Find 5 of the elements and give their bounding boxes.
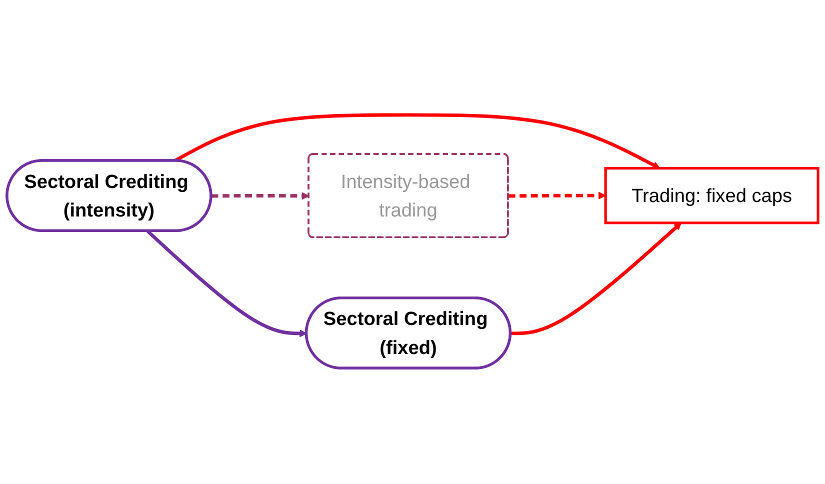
arrow xyxy=(211,192,310,200)
node-box: Trading: fixed caps xyxy=(604,167,820,225)
arrow xyxy=(510,223,682,336)
arrow xyxy=(508,192,606,200)
arrow xyxy=(174,114,660,170)
